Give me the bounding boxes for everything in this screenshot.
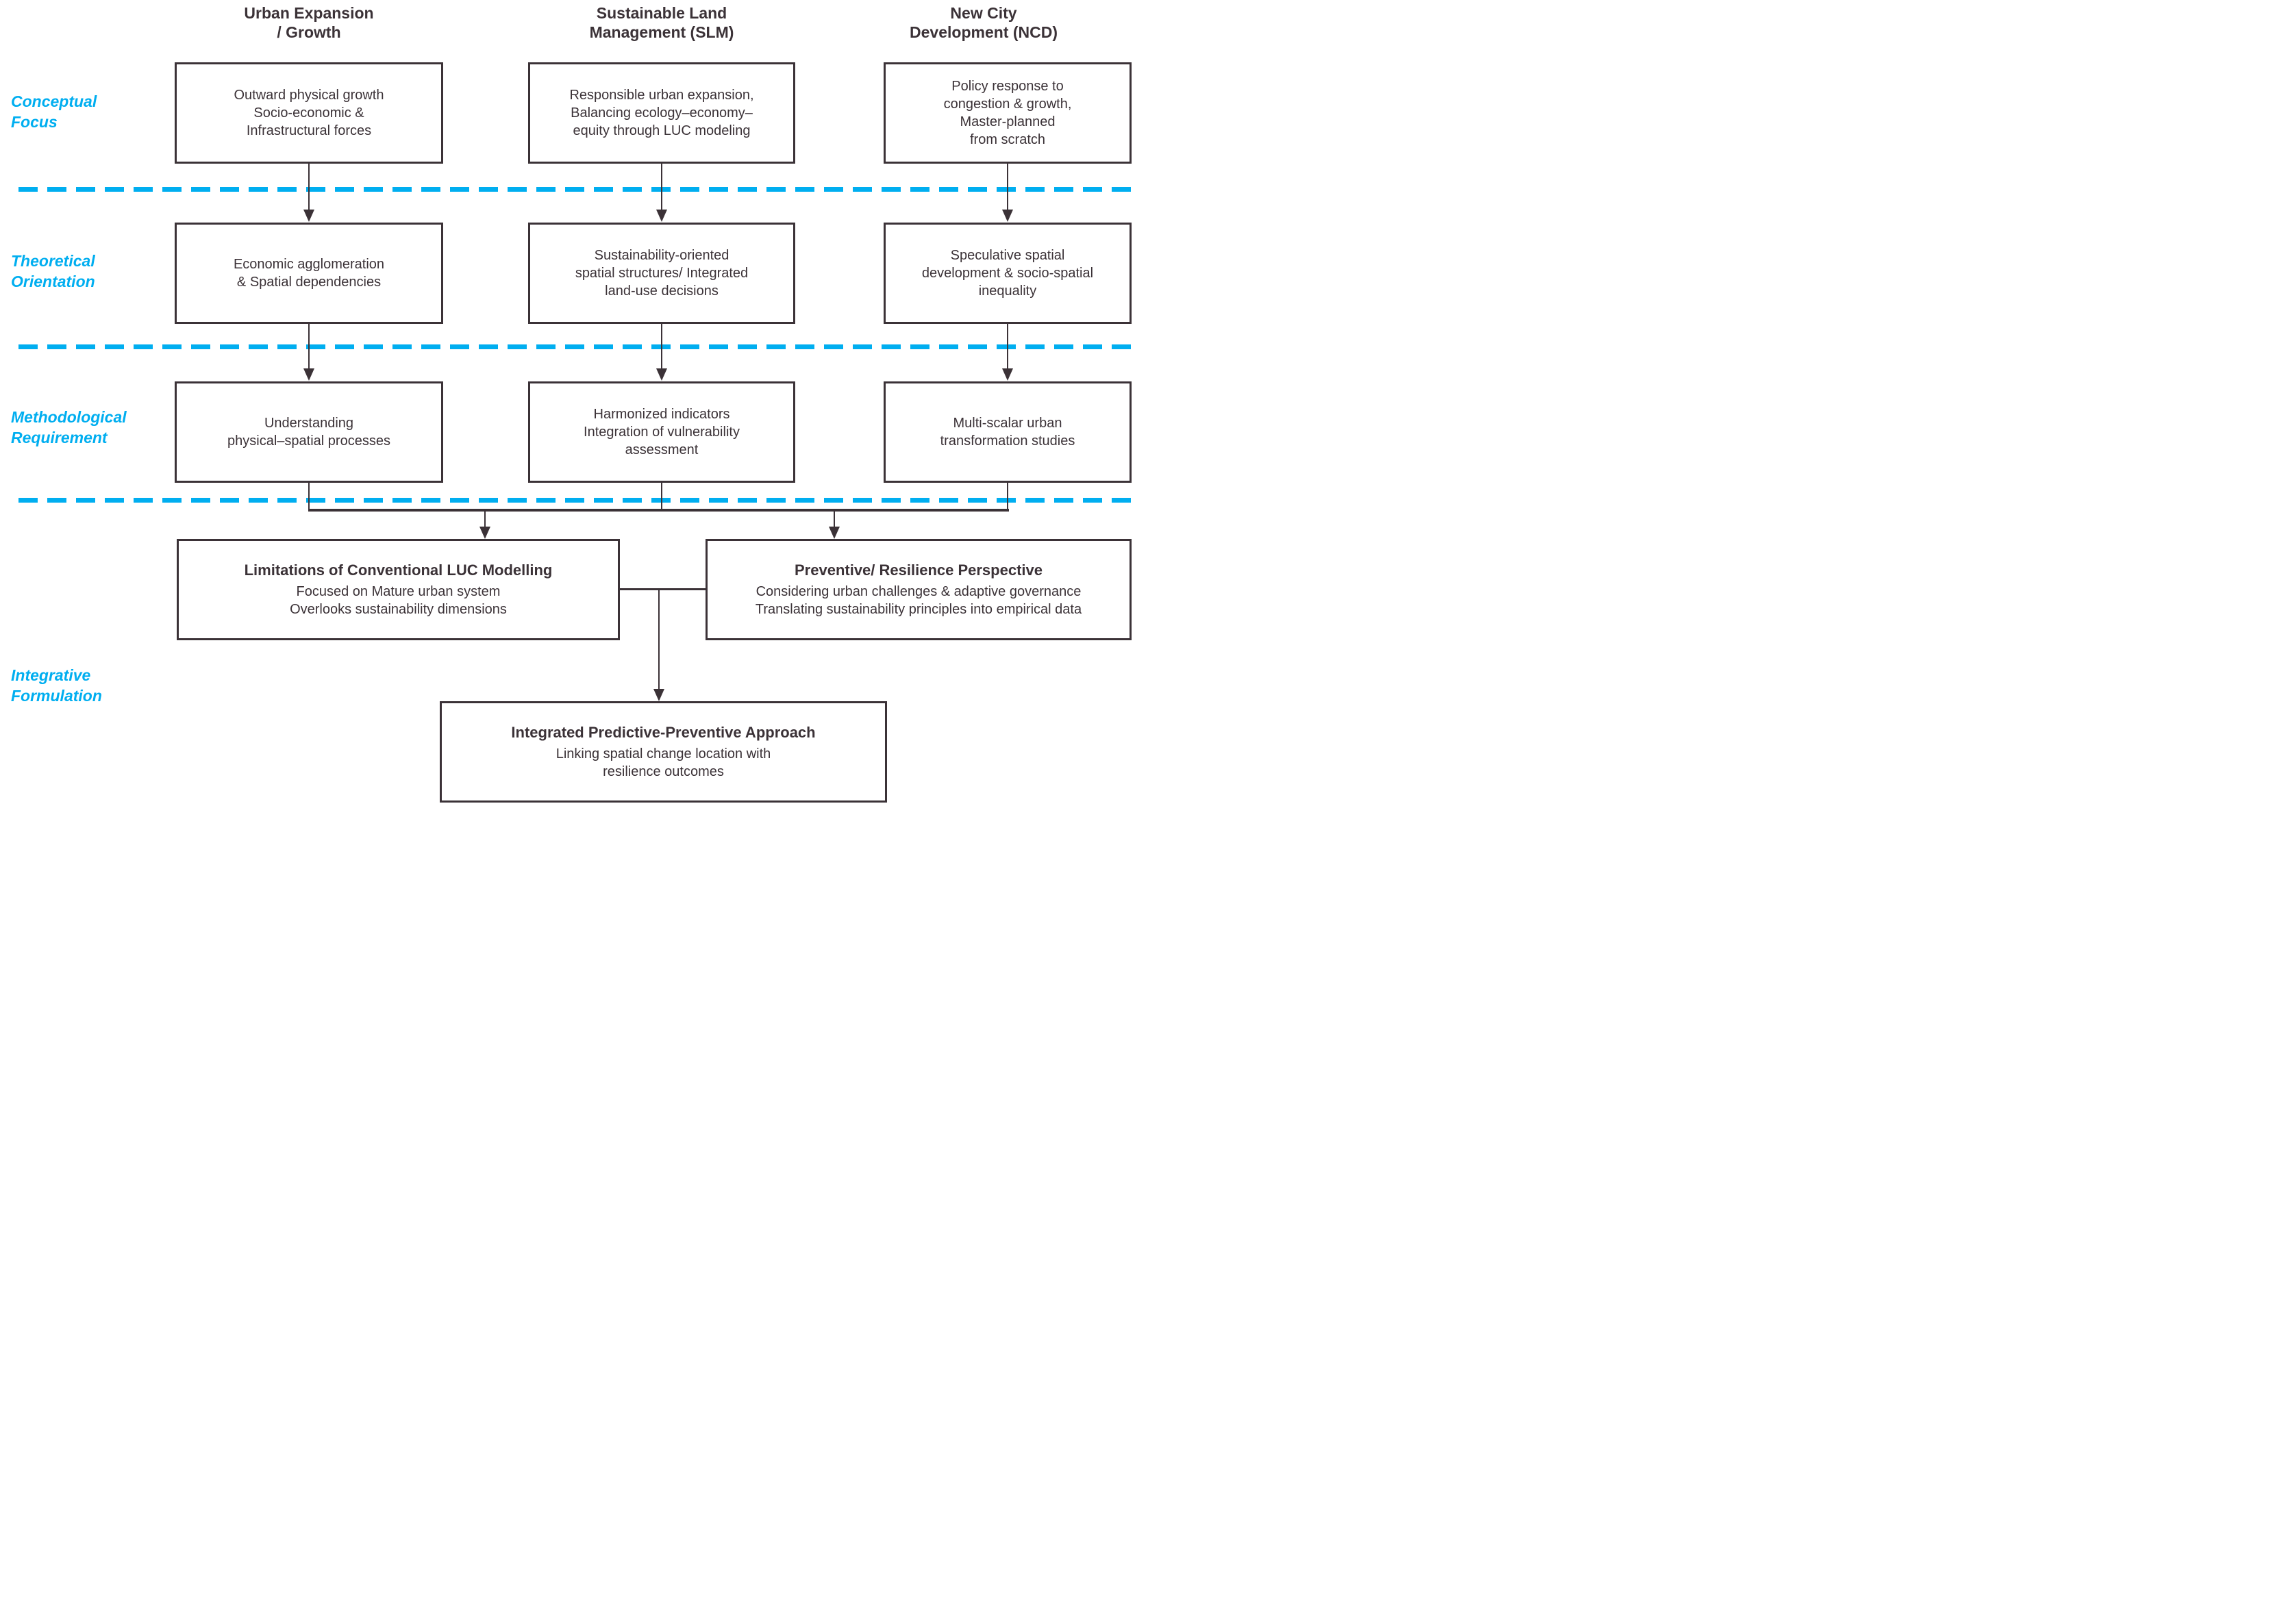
header-line: Management (SLM) (589, 23, 734, 41)
box-limitations: Limitations of Conventional LUC Modellin… (177, 539, 620, 640)
column-header-urban-expansion: Urban Expansion / Growth (172, 3, 446, 42)
box-text-line: Translating sustainability principles in… (755, 602, 1082, 617)
row-label-line: Conceptual (11, 92, 97, 110)
box-text-line: transformation studies (940, 433, 1075, 449)
box-ncd-theoretical: Speculative spatial development & socio-… (884, 223, 1132, 324)
box-text-line: spatial structures/ Integrated (575, 266, 749, 281)
box-text-line: land-use decisions (605, 283, 719, 299)
row-label-line: Theoretical (11, 252, 95, 270)
connector-slm-theoretical-methodological (661, 324, 662, 370)
box-ncd-conceptual: Policy response to congestion & growth, … (884, 62, 1132, 164)
connector-slm-methodological-merge (661, 482, 662, 511)
box-text-line: physical–spatial processes (227, 433, 390, 449)
box-text-line: Multi-scalar urban (953, 416, 1062, 431)
box-ncd-methodological: Multi-scalar urban transformation studie… (884, 381, 1132, 483)
box-text-line: assessment (625, 442, 699, 457)
arrow-down-icon (303, 210, 314, 222)
box-slm-theoretical: Sustainability-oriented spatial structur… (528, 223, 795, 324)
arrow-down-icon (1002, 368, 1013, 381)
connector-merge-to-preventive (834, 512, 835, 528)
box-text-line: Linking spatial change location with (556, 746, 771, 761)
box-text-line: equity through LUC modeling (573, 123, 751, 138)
connector-merge-to-limitations (484, 512, 486, 528)
row-label-line: Integrative (11, 666, 91, 684)
box-text-line: Considering urban challenges & adaptive … (756, 584, 1082, 599)
box-urban-conceptual: Outward physical growth Socio-economic &… (175, 62, 443, 164)
arrow-down-icon (656, 368, 667, 381)
arrow-down-icon (1002, 210, 1013, 222)
connector-ncd-conceptual-theoretical (1007, 164, 1008, 210)
box-text-line: Integration of vulnerability (584, 425, 740, 440)
connector-merge-line (308, 509, 1009, 512)
row-label-methodological-requirement: Methodological Requirement (11, 407, 189, 448)
box-text-line: Economic agglomeration (233, 257, 385, 272)
box-text-line: Sustainability-oriented (594, 248, 729, 263)
arrow-down-icon (829, 527, 840, 539)
connector-slm-conceptual-theoretical (661, 164, 662, 210)
box-text-line: Responsible urban expansion, (569, 88, 754, 103)
box-text-line: from scratch (969, 132, 1046, 147)
arrow-down-icon (653, 689, 664, 701)
box-text-line: Master-planned (960, 114, 1056, 129)
connector-urban-conceptual-theoretical (308, 164, 310, 210)
connector-urban-theoretical-methodological (308, 324, 310, 370)
box-title: Limitations of Conventional LUC Modellin… (244, 562, 553, 579)
column-header-ncd: New City Development (NCD) (847, 3, 1121, 42)
box-text-line: congestion & growth, (943, 97, 1072, 112)
dashed-separator-3 (18, 498, 1131, 503)
box-text-line: Policy response to (951, 79, 1064, 94)
row-label-integrative-formulation: Integrative Formulation (11, 665, 189, 706)
box-title: Integrated Predictive-Preventive Approac… (511, 724, 816, 741)
arrow-down-icon (656, 210, 667, 222)
box-slm-conceptual: Responsible urban expansion, Balancing e… (528, 62, 795, 164)
connector-urban-methodological-merge (308, 482, 310, 511)
header-line: New City (950, 4, 1017, 22)
box-text-line: Harmonized indicators (593, 407, 730, 422)
arrow-down-icon (479, 527, 490, 539)
row-label-line: Requirement (11, 429, 108, 446)
box-preventive: Preventive/ Resilience Perspective Consi… (706, 539, 1132, 640)
column-header-slm: Sustainable Land Management (SLM) (525, 3, 799, 42)
framework-diagram: Urban Expansion / Growth Sustainable Lan… (0, 0, 1148, 807)
box-slm-methodological: Harmonized indicators Integration of vul… (528, 381, 795, 483)
row-label-theoretical-orientation: Theoretical Orientation (11, 251, 189, 292)
box-text-line: inequality (978, 283, 1037, 299)
header-line: / Growth (277, 23, 341, 41)
connector-limitations-preventive (619, 588, 707, 590)
header-line: Development (NCD) (910, 23, 1058, 41)
box-text-line: Balancing ecology–economy– (571, 105, 753, 121)
connector-to-integrated (658, 588, 660, 691)
box-text-line: resilience outcomes (603, 764, 724, 779)
box-urban-methodological: Understanding physical–spatial processes (175, 381, 443, 483)
connector-ncd-theoretical-methodological (1007, 324, 1008, 370)
header-line: Sustainable Land (596, 4, 727, 22)
header-line: Urban Expansion (244, 4, 374, 22)
row-label-line: Orientation (11, 273, 95, 290)
dashed-separator-1 (18, 187, 1131, 192)
row-label-line: Methodological (11, 408, 127, 426)
row-label-conceptual-focus: Conceptual Focus (11, 91, 189, 132)
box-text-line: & Spatial dependencies (236, 275, 382, 290)
box-title: Preventive/ Resilience Perspective (795, 562, 1043, 579)
box-text-line: Outward physical growth (234, 88, 384, 103)
box-text-line: Infrastructural forces (246, 123, 372, 138)
arrow-down-icon (303, 368, 314, 381)
row-label-line: Focus (11, 113, 58, 131)
box-text-line: development & socio-spatial (921, 266, 1094, 281)
box-text-line: Focused on Mature urban system (296, 584, 501, 599)
dashed-separator-2 (18, 344, 1131, 349)
row-label-line: Formulation (11, 687, 102, 705)
connector-ncd-methodological-merge (1007, 482, 1008, 511)
box-integrated: Integrated Predictive-Preventive Approac… (440, 701, 887, 803)
box-text-line: Speculative spatial (950, 248, 1065, 263)
box-text-line: Understanding (264, 416, 354, 431)
box-text-line: Socio-economic & (253, 105, 364, 121)
box-text-line: Overlooks sustainability dimensions (290, 602, 507, 617)
box-urban-theoretical: Economic agglomeration & Spatial depende… (175, 223, 443, 324)
